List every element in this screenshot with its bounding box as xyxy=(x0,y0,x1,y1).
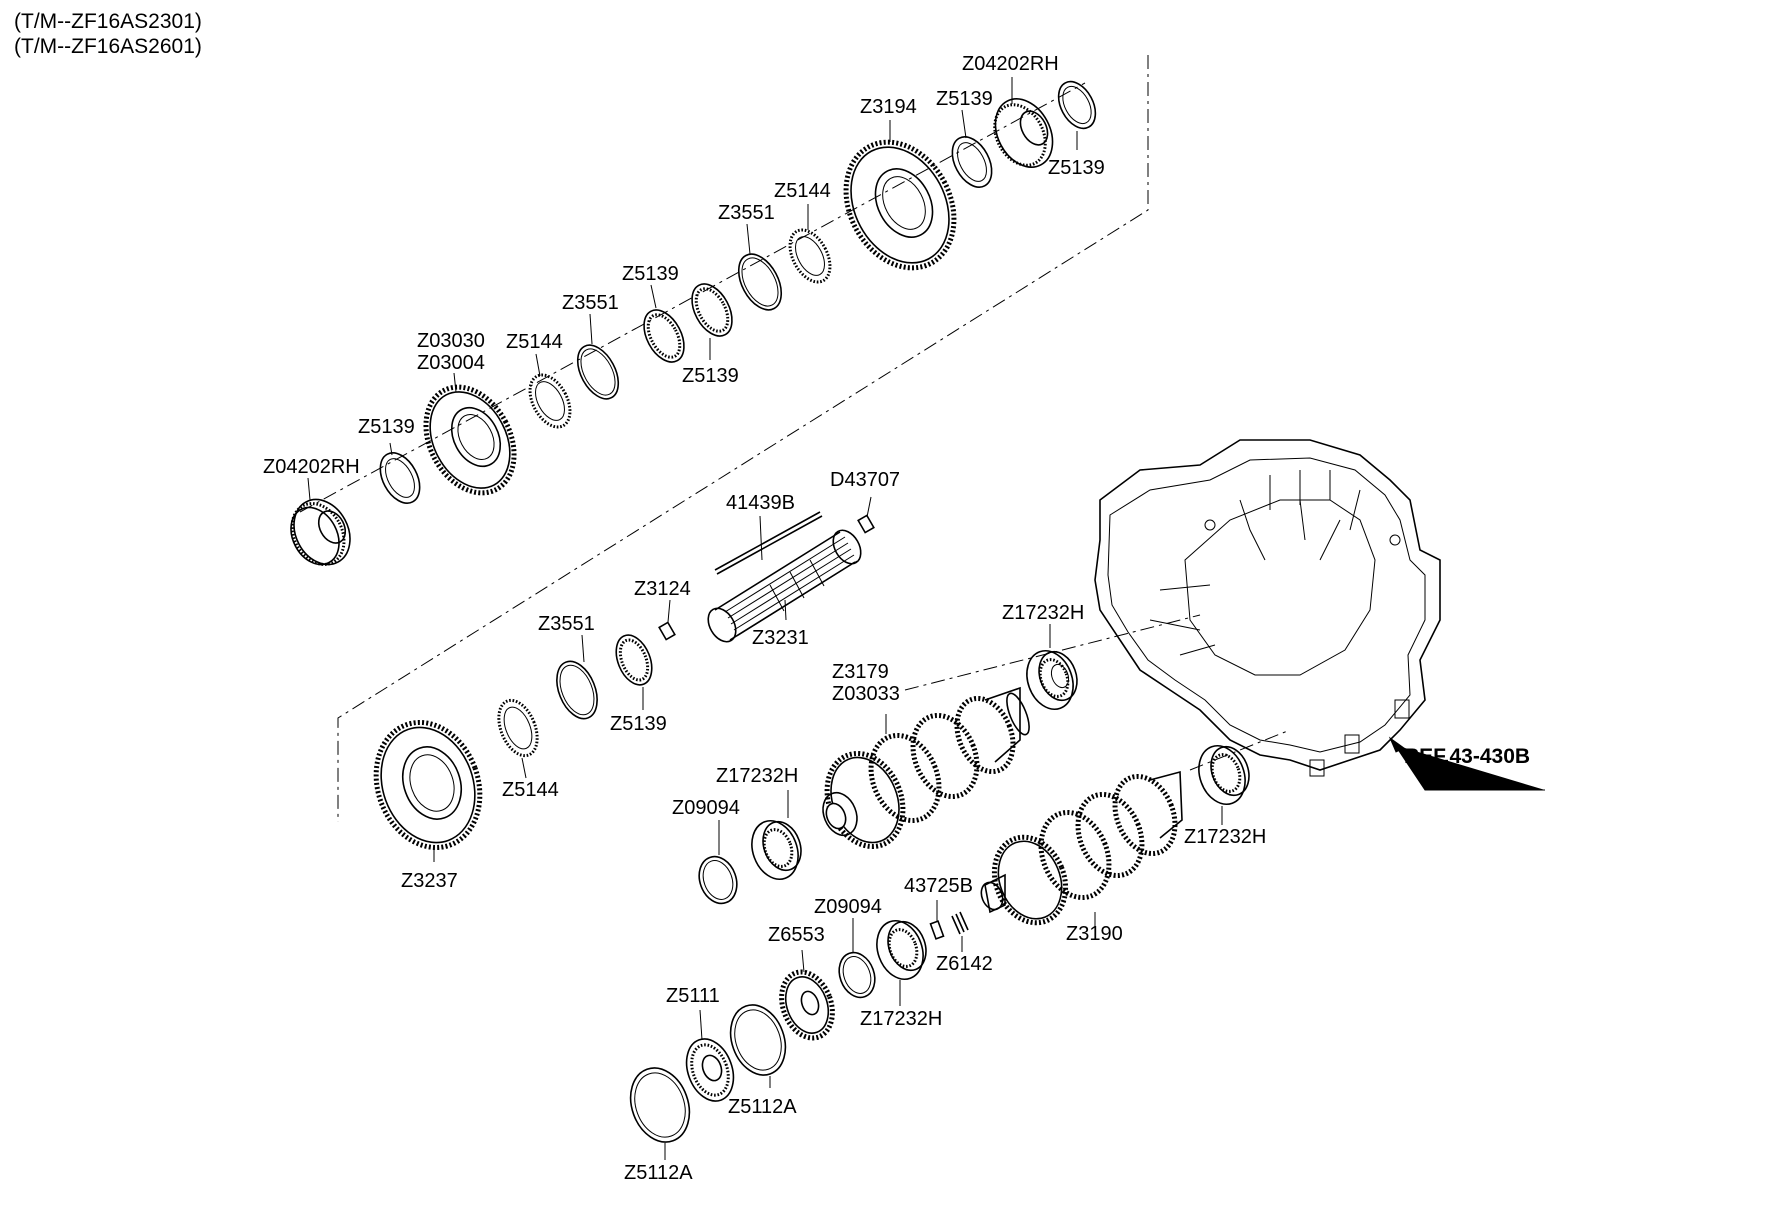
label-z04202rh-left: Z04202RH xyxy=(263,456,360,478)
thrust-washer-b xyxy=(629,1067,691,1143)
ref-arrow xyxy=(1388,736,1545,791)
label-z09094-b: Z09094 xyxy=(814,896,882,918)
transmission-housing xyxy=(1094,439,1441,777)
label-z5111: Z5111 xyxy=(666,985,720,1007)
label-z5144-b: Z5144 xyxy=(506,331,563,353)
gear-z03030 xyxy=(423,384,517,496)
label-z3190: Z3190 xyxy=(1066,923,1123,945)
label-z5139-c: Z5139 xyxy=(622,263,679,285)
snap-ring-a xyxy=(951,136,993,188)
label-z6142: Z6142 xyxy=(936,953,993,975)
rod-41439b xyxy=(714,511,823,575)
label-z03004: Z03004 xyxy=(417,352,485,374)
label-d43707: D43707 xyxy=(830,469,900,491)
label-41439b: 41439B xyxy=(726,492,795,514)
snap-ring-z09094-a xyxy=(698,855,738,905)
snap-ring-z3551-a xyxy=(737,253,783,311)
label-z5144-c: Z5144 xyxy=(502,779,559,801)
mainshaft-axis xyxy=(904,614,1201,691)
shaft-z3190 xyxy=(980,770,1183,926)
label-z3194: Z3194 xyxy=(860,96,917,118)
gear-z6553 xyxy=(779,969,835,1041)
snap-ring-c xyxy=(643,309,685,363)
label-z5139-e: Z5139 xyxy=(358,416,415,438)
countershaft-z3179 xyxy=(822,686,1030,850)
label-z03030: Z03030 xyxy=(417,330,485,352)
mainshaft-z3231 xyxy=(707,529,862,643)
thrust-bearing-z5111 xyxy=(685,1038,735,1102)
snap-ring-b xyxy=(1057,80,1097,130)
gear-z3237 xyxy=(373,719,483,851)
snap-ring-z3551-c xyxy=(556,660,598,720)
gear-z3194 xyxy=(843,139,957,271)
pin-d43707 xyxy=(857,514,875,534)
label-ref: REF.43-430B xyxy=(1404,745,1530,768)
thrust-washer-a xyxy=(729,1004,787,1076)
label-z5112a-b: Z5112A xyxy=(624,1162,693,1184)
label-z3551-a: Z3551 xyxy=(718,202,775,224)
sync-ring-b xyxy=(528,373,572,429)
label-z17232h-c: Z17232H xyxy=(1184,826,1266,848)
countershaft-axis xyxy=(1189,729,1291,771)
needle-bearing-left xyxy=(290,498,351,566)
ball-bearing-d xyxy=(876,920,927,980)
label-z17232h-a: Z17232H xyxy=(1002,602,1084,624)
label-z3551-b: Z3551 xyxy=(562,292,619,314)
label-z3551-c: Z3551 xyxy=(538,613,595,635)
snap-ring-z3551-b xyxy=(576,344,620,400)
label-z09094-a: Z09094 xyxy=(672,797,740,819)
snap-ring-f xyxy=(615,634,653,686)
label-z6553: Z6553 xyxy=(768,924,825,946)
leader-lines xyxy=(307,77,1223,1160)
label-z5139-b: Z5139 xyxy=(1048,157,1105,179)
label-z3179: Z3179 xyxy=(832,661,889,683)
ball-bearing-c xyxy=(1198,745,1250,805)
label-z03033: Z03033 xyxy=(832,683,900,705)
label-43725b: 43725B xyxy=(904,875,973,897)
label-z3231: Z3231 xyxy=(752,627,809,649)
snap-ring-z09094-b xyxy=(838,951,876,999)
model-line-1: (T/M--ZF16AS2301) xyxy=(14,10,202,33)
spring-z6142 xyxy=(951,911,969,935)
snap-ring-e xyxy=(379,452,421,504)
label-z5139-f: Z5139 xyxy=(610,713,667,735)
label-z3237: Z3237 xyxy=(401,870,458,892)
sync-ring-a xyxy=(788,228,832,284)
snap-ring-d xyxy=(691,283,733,337)
ball-bearing-b xyxy=(751,820,802,880)
label-z5112a-a: Z5112A xyxy=(728,1096,797,1118)
label-z17232h-b: Z17232H xyxy=(716,765,798,787)
label-z5139-a: Z5139 xyxy=(936,88,993,110)
pin-z3124 xyxy=(658,621,676,641)
pin-43725b xyxy=(929,920,945,940)
label-z5144-a: Z5144 xyxy=(774,180,831,202)
label-z3124: Z3124 xyxy=(634,578,691,600)
label-z5139-d: Z5139 xyxy=(682,365,739,387)
sync-ring-c xyxy=(497,698,539,758)
ball-bearing-a xyxy=(1026,650,1078,710)
upper-group-outline xyxy=(337,55,1149,822)
model-line-2: (T/M--ZF16AS2601) xyxy=(14,35,202,58)
label-z04202rh-top: Z04202RH xyxy=(962,53,1059,75)
label-z17232h-d: Z17232H xyxy=(860,1008,942,1030)
